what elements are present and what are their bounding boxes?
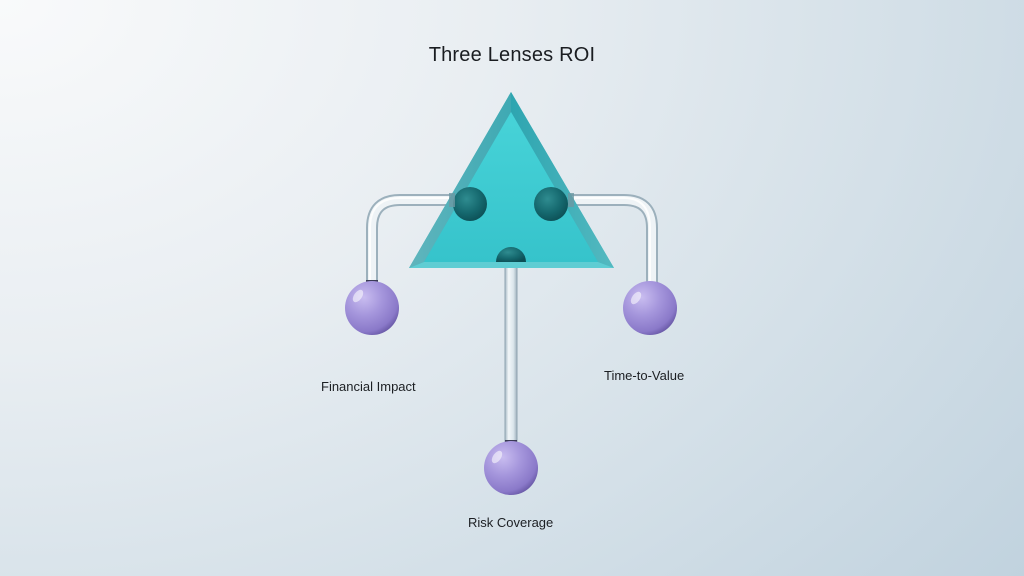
connector-risk-coverage — [504, 264, 518, 443]
inner-node-bottom — [496, 247, 526, 262]
node-financial-impact[interactable] — [345, 280, 399, 335]
label-financial-impact: Financial Impact — [321, 379, 416, 394]
node-time-to-value[interactable] — [623, 281, 677, 335]
triangle-core — [409, 92, 614, 268]
label-risk-coverage: Risk Coverage — [468, 515, 554, 530]
inner-node-left — [453, 187, 487, 221]
diagram-title: Three Lenses ROI — [428, 44, 596, 66]
inner-node-right — [534, 187, 568, 221]
label-time-to-value: Time-to-Value — [604, 368, 685, 383]
connector-financial-impact — [366, 194, 455, 282]
node-risk-coverage[interactable] — [484, 440, 538, 495]
connector-time-to-value — [568, 194, 658, 284]
